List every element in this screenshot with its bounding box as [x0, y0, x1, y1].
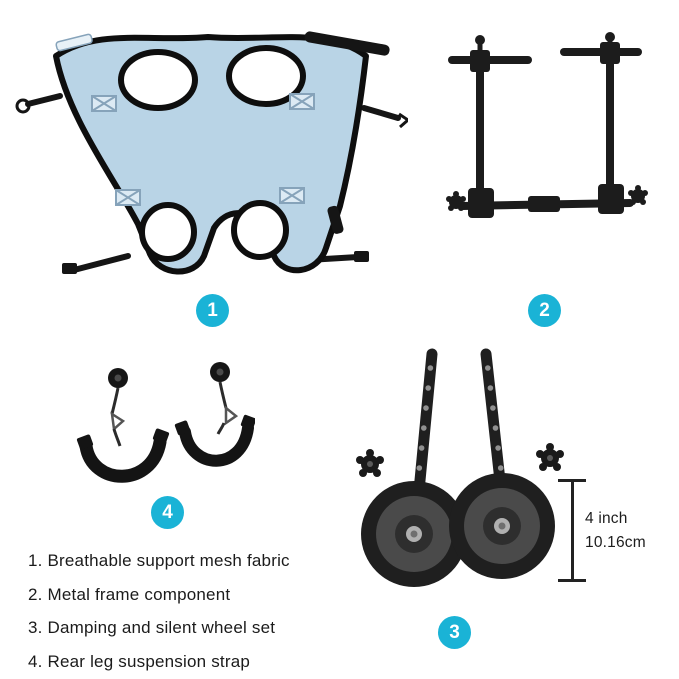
callout-4-suspension-strap: 4: [151, 496, 184, 529]
legend-item-suspension-strap: 4. Rear leg suspension strap: [28, 651, 251, 671]
legend-item-metal-frame: 2. Metal frame component: [28, 584, 231, 604]
wheel-set-icon: [356, 348, 564, 587]
callout-1-mesh-fabric: 1: [196, 294, 229, 327]
mesh-fabric-image: [8, 8, 411, 293]
dimension-text: 4 inch 10.16cm: [585, 507, 646, 555]
callout-3-wheel-set: 3: [438, 616, 471, 649]
dimension-text-inch: 4 inch: [585, 510, 628, 527]
dimension-tick-bottom: [558, 579, 586, 582]
dimension-line: [571, 480, 574, 581]
parts-legend: 1. Breathable support mesh fabric 2. Met…: [28, 544, 290, 678]
callout-2-metal-frame: 2: [528, 294, 561, 327]
metal-frame-icon: [446, 32, 648, 218]
suspension-strap-icon: [76, 362, 257, 483]
mesh-fabric-icon: [15, 31, 411, 275]
legend-item-wheel-set: 3. Damping and silent wheel set: [28, 618, 276, 637]
wheel-set-image: [350, 348, 565, 598]
dimension-tick-top: [558, 479, 586, 482]
legend-item-mesh-fabric: 1. Breathable support mesh fabric: [28, 551, 290, 570]
dimension-text-cm: 10.16cm: [585, 534, 646, 551]
metal-frame-image: [440, 30, 650, 270]
suspension-straps-image: [70, 358, 257, 503]
